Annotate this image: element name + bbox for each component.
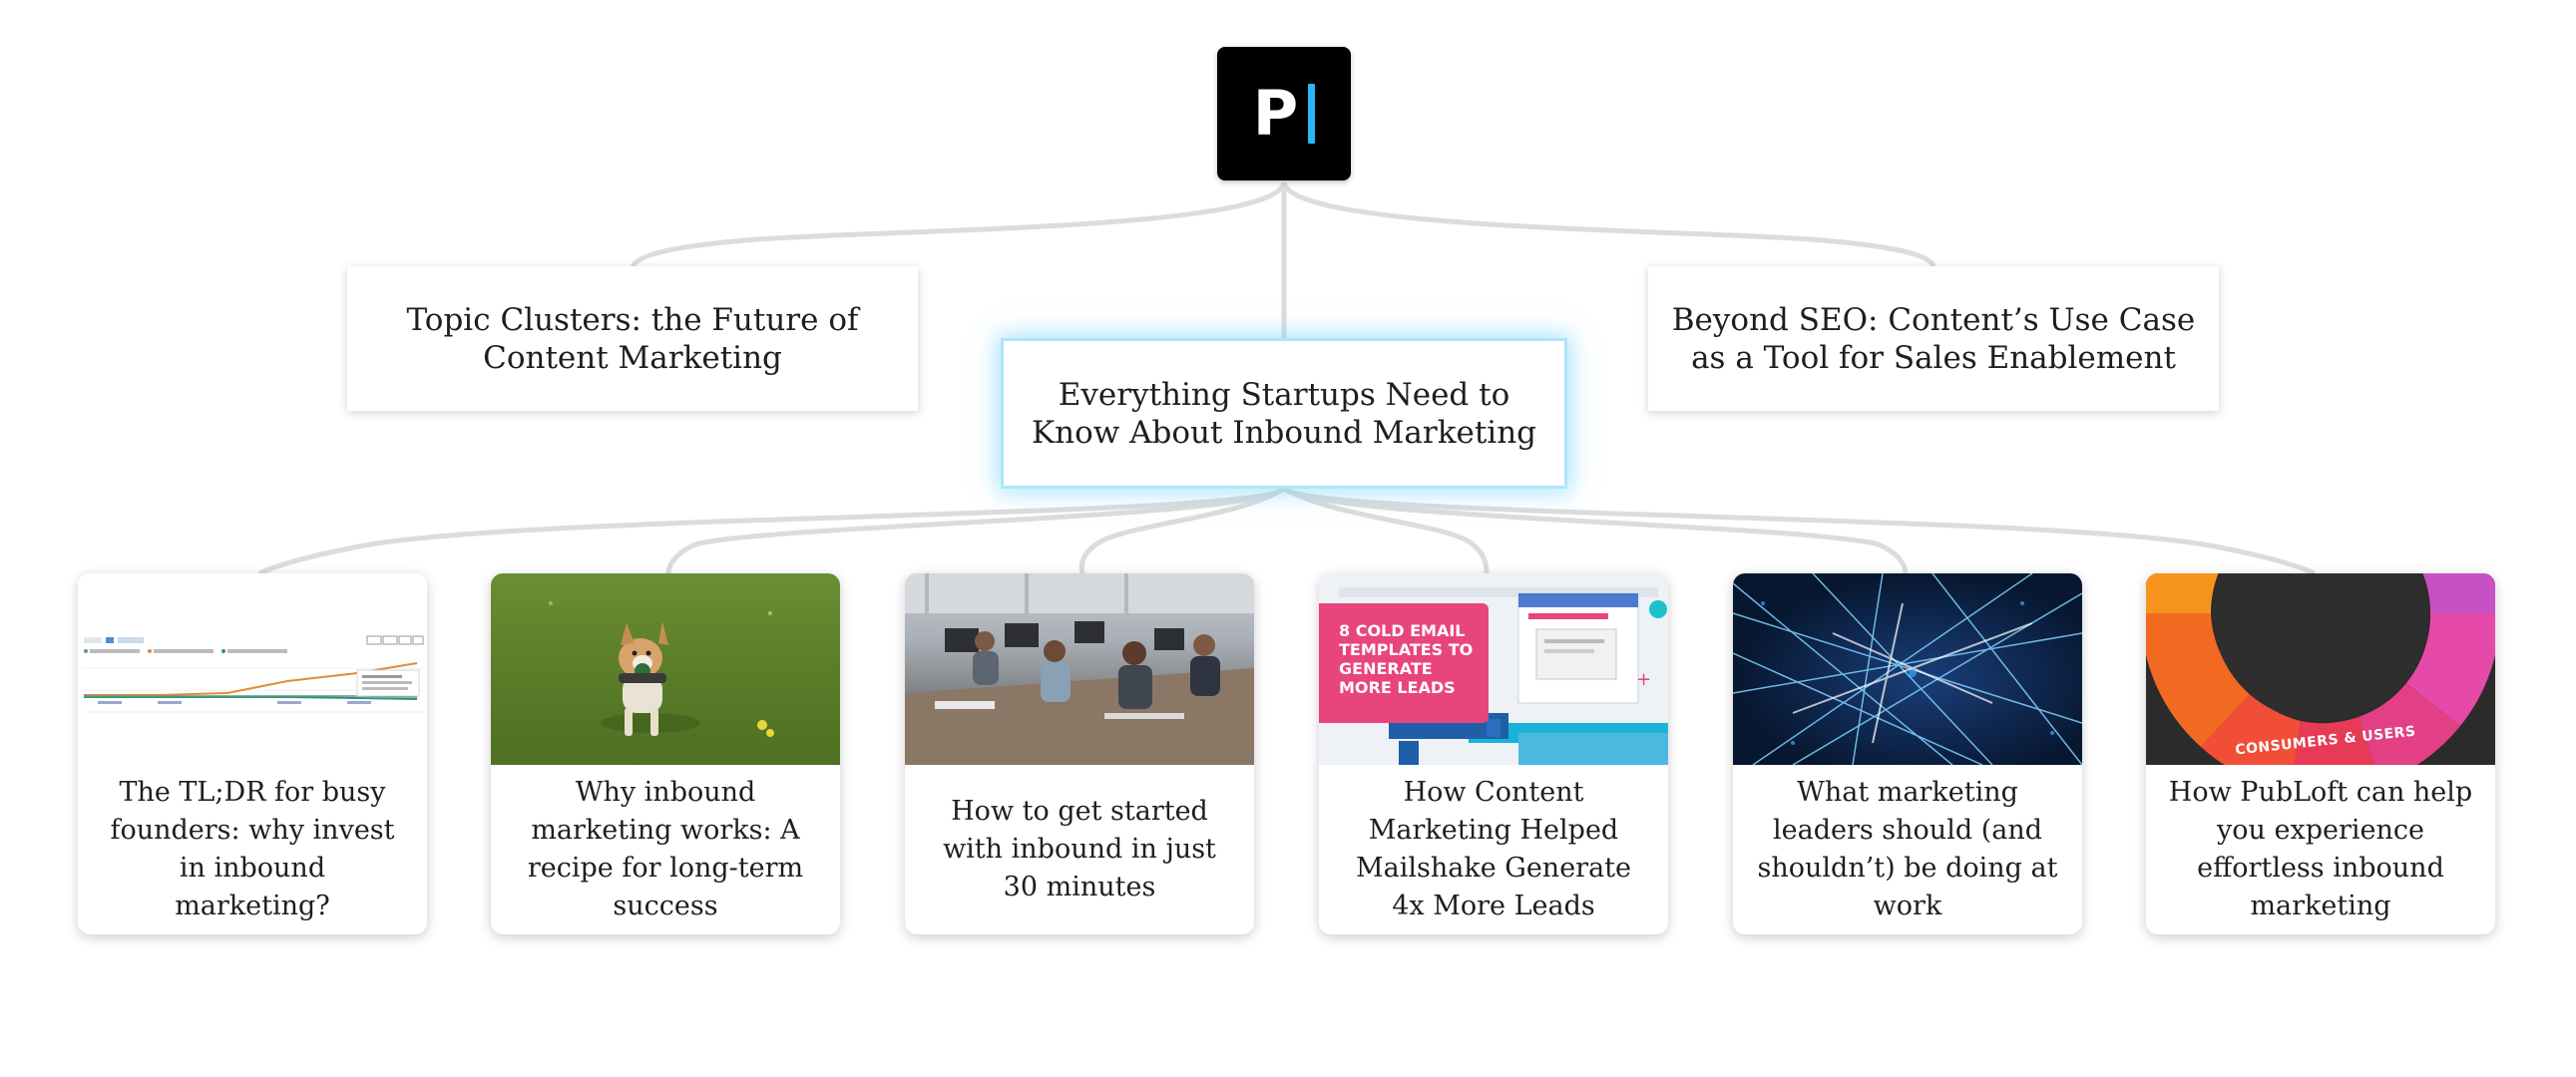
office-team-icon [905,573,1254,765]
article-card-1[interactable]: The TL;DR for busy founders: why invest … [78,573,427,934]
line-chart-screenshot-icon [84,635,424,713]
article-title: The TL;DR for busy founders: why invest … [110,777,395,921]
topic-node-right[interactable]: Beyond SEO: Content’s Use Case as a Tool… [1648,266,2219,411]
publoft-logo[interactable]: P [1217,47,1351,180]
wheel-chart-thumbnail: CONSUMERS & USERS [2146,573,2495,765]
connector-logo-left [630,181,1287,268]
article-card-4[interactable]: + 8 COLD EMAIL TEMPLATES TO GENERATE MOR… [1319,573,1668,934]
logo-bar-icon [1308,84,1316,144]
connector-center-card-3 [1078,486,1286,574]
article-title: How Content Marketing Helped Mailshake G… [1355,777,1632,921]
connector-center-card-1 [257,486,1286,576]
office-thumbnail [905,573,1254,765]
network-thumbnail [1733,573,2082,765]
connector-logo-right [1281,181,1936,268]
article-title: What marketing leaders should (and shoul… [1757,777,2058,921]
email-templates-badge: 8 COLD EMAIL TEMPLATES TO GENERATE MORE … [1319,603,1489,723]
logo-letter: P [1252,77,1299,150]
line-chart-thumbnail [78,573,427,765]
dog-thumbnail [491,573,840,765]
article-title: How to get started with inbound in just … [943,796,1216,902]
dog-running-icon [549,601,774,737]
topic-title: Everything Startups Need to Know About I… [1031,376,1537,451]
email-illustration-icon: + [1339,587,1668,765]
topic-title: Topic Clusters: the Future of Content Ma… [406,301,859,376]
connector-center-card-2 [665,486,1286,574]
topic-node-left[interactable]: Topic Clusters: the Future of Content Ma… [347,266,918,411]
network-lines-icon [1733,573,2082,765]
connector-center-card-6 [1282,486,2317,576]
topic-node-center-selected[interactable]: Everything Startups Need to Know About I… [1004,341,1564,486]
connector-center-card-5 [1282,486,1909,574]
article-title: How PubLoft can help you experience effo… [2168,777,2473,921]
article-card-2[interactable]: Why inbound marketing works: A recipe fo… [491,573,840,934]
article-card-5[interactable]: What marketing leaders should (and shoul… [1733,573,2082,934]
article-title: Why inbound marketing works: A recipe fo… [527,777,804,921]
colorful-wheel-icon [2146,573,2495,765]
topic-title: Beyond SEO: Content’s Use Case as a Tool… [1671,301,2196,376]
article-card-3[interactable]: How to get started with inbound in just … [905,573,1254,934]
svg-text:+: + [1636,669,1651,690]
article-card-6[interactable]: CONSUMERS & USERS How PubLoft can help y… [2146,573,2495,934]
email-templates-thumbnail: + 8 COLD EMAIL TEMPLATES TO GENERATE MOR… [1319,573,1668,765]
connector-center-card-4 [1282,486,1490,574]
